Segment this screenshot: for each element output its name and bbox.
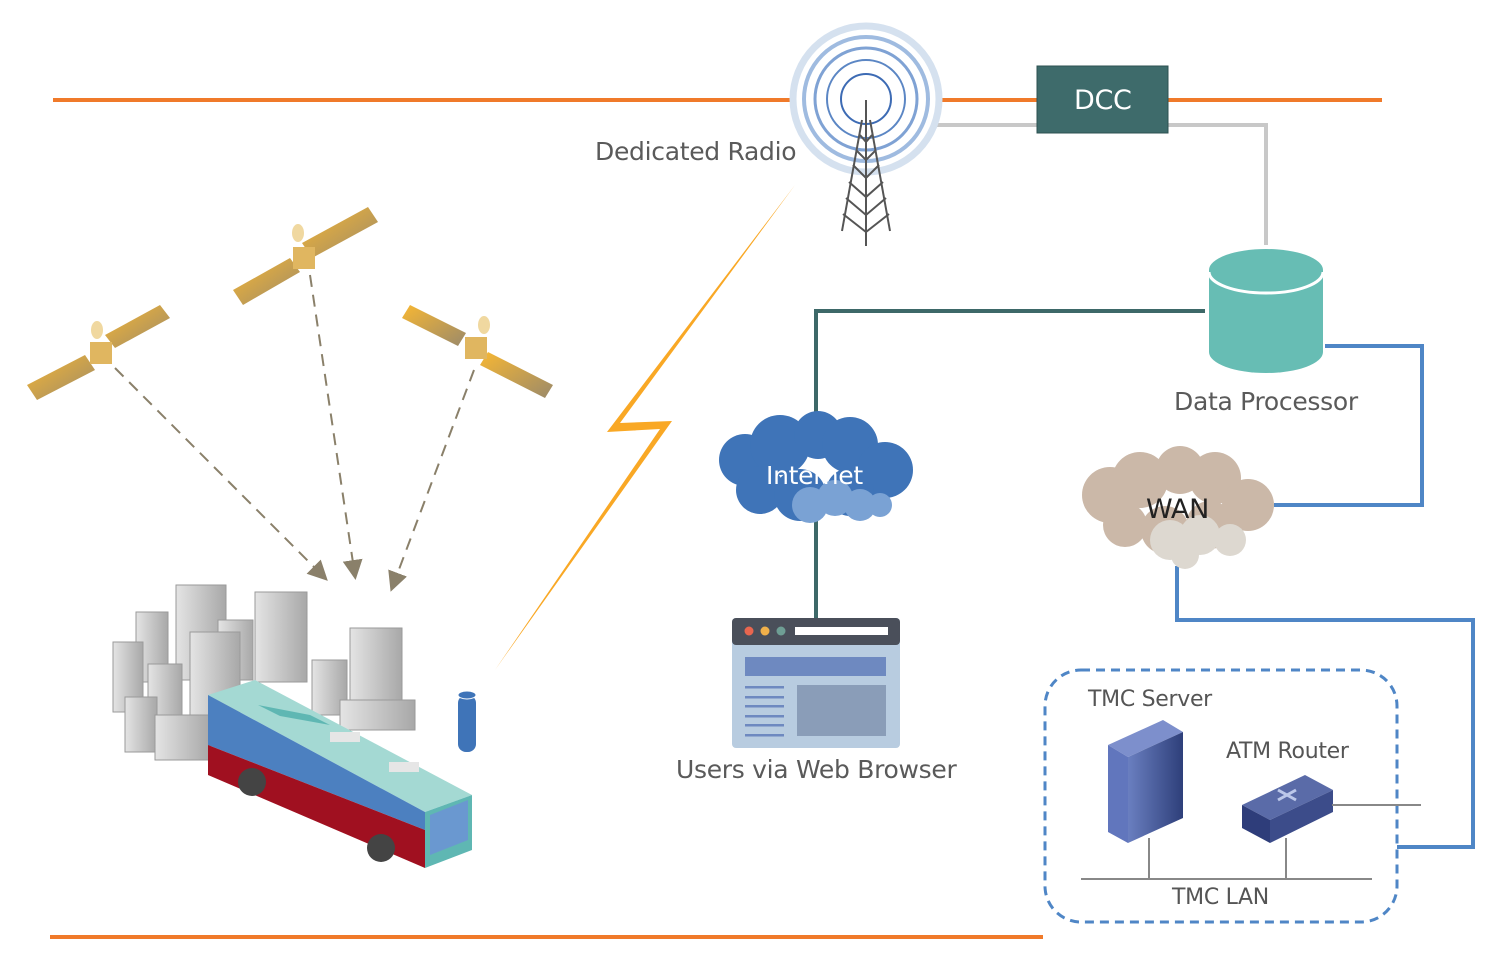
signal-line-2: [309, 274, 363, 580]
dcc-label: DCC: [1074, 85, 1132, 116]
radio-tower-icon[interactable]: [789, 22, 943, 246]
server-tower-icon[interactable]: [1108, 720, 1183, 843]
lightning-bolt-icon: [495, 185, 795, 670]
satellite-icon[interactable]: [27, 305, 170, 400]
wan-label: WAN: [1146, 494, 1209, 525]
wan-cloud-icon[interactable]: [1082, 446, 1274, 569]
wan-router-connector: [1175, 566, 1475, 849]
signal-line-3: [388, 369, 475, 592]
satellite-icon[interactable]: [402, 305, 553, 398]
web-browser-label: Users via Web Browser: [676, 755, 957, 784]
dedicated-radio-label: Dedicated Radio: [595, 137, 797, 166]
tmc-server-label: TMC Server: [1088, 687, 1212, 712]
satellite-icon[interactable]: [233, 207, 378, 305]
roadside-beacon-icon: [457, 690, 477, 752]
dcc-box[interactable]: [1036, 65, 1169, 134]
database-cylinder-icon[interactable]: [1207, 249, 1325, 373]
tmc-lan-label: TMC LAN: [1172, 885, 1269, 910]
internet-cloud-icon[interactable]: [719, 411, 913, 523]
dcc-processor-connector: [1168, 123, 1268, 245]
browser-window-icon[interactable]: [732, 618, 900, 748]
atm-router-label: ATM Router: [1226, 739, 1349, 764]
bus-icon[interactable]: [208, 680, 472, 868]
data-processor-label: Data Processor: [1174, 387, 1358, 416]
router-icon[interactable]: [1242, 775, 1333, 843]
processor-wan-connector: [1274, 344, 1424, 507]
tmc-group-boundary: [1043, 668, 1399, 924]
internet-label: Internet: [766, 461, 863, 490]
signal-line-1: [114, 367, 328, 581]
processor-internet-connector: [814, 309, 1205, 415]
